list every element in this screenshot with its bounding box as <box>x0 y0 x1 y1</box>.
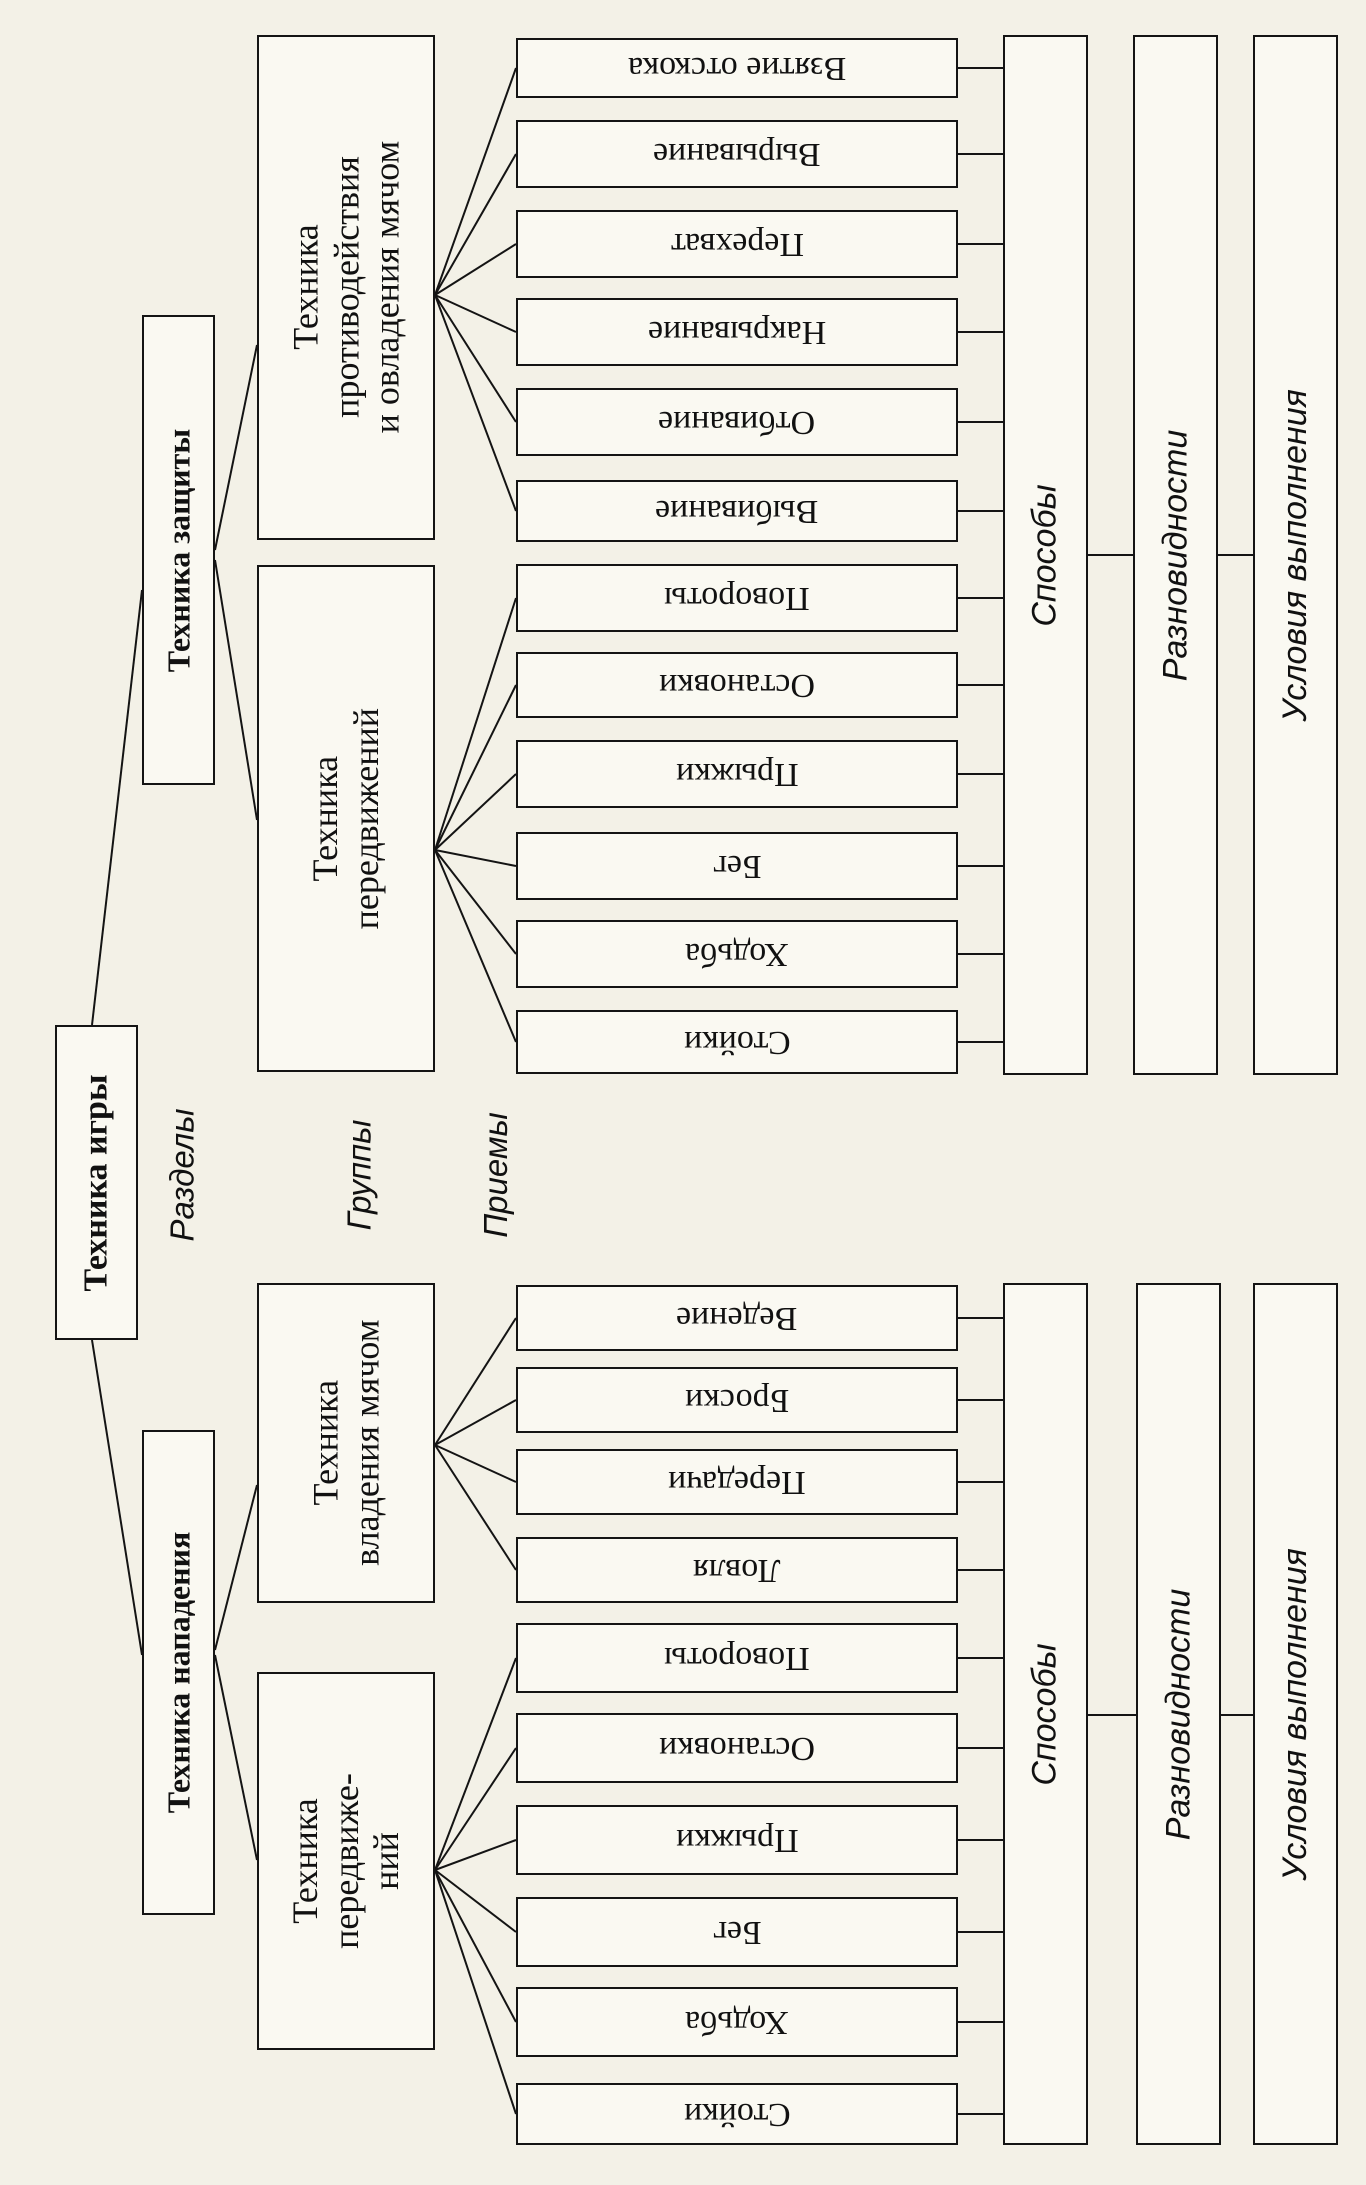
technique-item: Стойки <box>516 1010 958 1074</box>
connector-section-group <box>214 559 258 821</box>
group-defense-counter: Техника противодействия и овладения мячо… <box>257 35 435 540</box>
connector-group-technique <box>434 1317 517 1446</box>
root-node: Техника игры <box>55 1025 138 1340</box>
connector-group-technique <box>434 1444 517 1483</box>
section-attack: Техника нападения <box>142 1430 215 1915</box>
group-defense-movement: Техника передвижений <box>257 565 435 1072</box>
connector-root-defense <box>91 589 143 1026</box>
technique-item: Вырывание <box>516 120 958 188</box>
connector-group-technique <box>434 1657 517 1871</box>
attack-methods-column: Способы <box>1003 1283 1088 2145</box>
section-defense: Техника защиты <box>142 315 215 785</box>
technique-item: Взятие отскока <box>516 38 958 98</box>
group-attack-ball: Техника владения мячом <box>257 1283 435 1603</box>
label-sections: Разделы <box>163 1108 200 1242</box>
connector-group-technique <box>434 294 517 333</box>
group-attack-movement-label: Техника передвиже- ний <box>285 1773 407 1949</box>
technique-item: Броски <box>516 1367 958 1433</box>
technique-item: Перехват <box>516 210 958 278</box>
connector-group-technique <box>434 294 517 423</box>
group-defense-movement-label: Техника передвижений <box>305 707 387 930</box>
technique-item: Прыжки <box>516 740 958 808</box>
connector-group-technique <box>434 1869 517 2115</box>
label-groups: Группы <box>340 1119 378 1231</box>
technique-item: Повороты <box>516 1623 958 1693</box>
technique-item: Стойки <box>516 2083 958 2145</box>
technique-item: Прыжки <box>516 1805 958 1875</box>
connector-group-technique <box>434 294 517 512</box>
technique-item: Выбивание <box>516 480 958 542</box>
connector-group-technique <box>434 1869 517 1933</box>
label-techniques: Приемы <box>477 1112 515 1238</box>
technique-item: Остановки <box>516 652 958 718</box>
connector-section-group <box>214 1654 258 1861</box>
technique-item: Ведение <box>516 1285 958 1351</box>
connector-group-technique <box>434 153 517 296</box>
connector-group-technique <box>434 1839 517 1871</box>
connector-group-technique <box>434 849 517 867</box>
connector-group-technique <box>434 243 517 296</box>
connector-group-technique <box>434 849 517 1043</box>
attack-conditions-column: Условия выполнения <box>1253 1283 1338 2145</box>
connector-group-technique <box>434 773 517 851</box>
connector-section-group <box>214 344 258 551</box>
section-attack-label: Техника нападения <box>160 1531 197 1814</box>
root-label: Техника игры <box>77 1073 115 1292</box>
technique-item: Накрывание <box>516 298 958 366</box>
connector-group-technique <box>434 684 517 851</box>
group-attack-movement: Техника передвиже- ний <box>257 1672 435 2050</box>
group-defense-counter-label: Техника противодействия и овладения мячо… <box>285 141 407 434</box>
technique-item: Бег <box>516 832 958 900</box>
connector-group-technique <box>434 1747 517 1871</box>
connector-group-technique <box>434 1444 517 1571</box>
technique-item: Ловля <box>516 1537 958 1603</box>
defense-variants-column: Разновидности <box>1133 35 1218 1075</box>
technique-item: Отбивание <box>516 388 958 456</box>
technique-item: Остановки <box>516 1713 958 1783</box>
connector-group-technique <box>434 1399 517 1446</box>
connector-group-technique <box>434 849 517 955</box>
technique-item: Бег <box>516 1897 958 1967</box>
connector-group-technique <box>434 597 517 851</box>
connector-group-technique <box>434 67 517 296</box>
connector-section-group <box>214 1484 258 1651</box>
section-defense-label: Техника защиты <box>160 428 196 672</box>
attack-variants-column: Разновидности <box>1136 1283 1221 2145</box>
defense-methods-column: Способы <box>1003 35 1088 1075</box>
technique-item: Передачи <box>516 1449 958 1515</box>
technique-item: Ходьба <box>516 1987 958 2057</box>
group-attack-ball-label: Техника владения мячом <box>305 1319 386 1567</box>
connector-root-attack <box>91 1339 143 1656</box>
technique-item: Повороты <box>516 564 958 632</box>
technique-item: Ходьба <box>516 920 958 988</box>
defense-conditions-column: Условия выполнения <box>1253 35 1338 1075</box>
connector-group-technique <box>434 1869 517 2023</box>
